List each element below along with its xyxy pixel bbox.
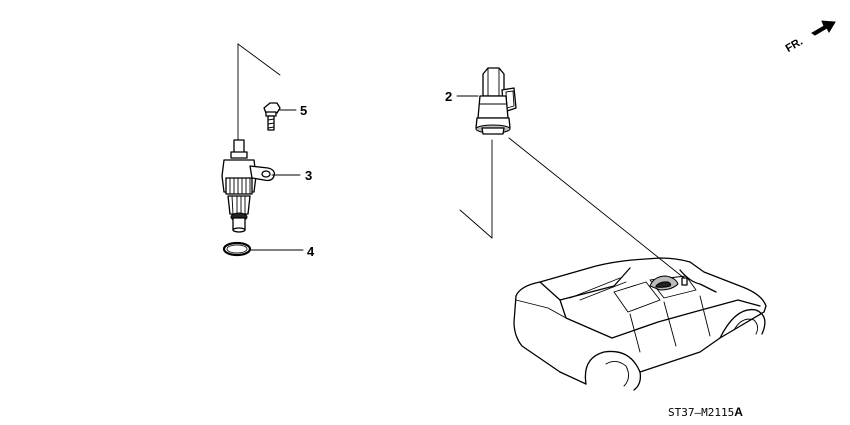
assembly-break-line xyxy=(237,43,281,76)
front-direction-label: FR. xyxy=(784,36,805,55)
sedan-car-icon xyxy=(513,257,767,391)
front-arrow-icon xyxy=(811,20,836,36)
diagram-code-main: ST37–M2115 xyxy=(668,406,734,419)
vehicle-speed-sensor-icon xyxy=(475,67,517,135)
callout-2-label: 2 xyxy=(445,89,452,104)
callout-4-label: 4 xyxy=(307,244,315,259)
diagram-code-suffix: A xyxy=(734,405,743,419)
sensor-location-leader xyxy=(508,137,685,279)
o-ring-icon xyxy=(222,241,252,257)
front-direction-indicator: FR. xyxy=(784,20,836,55)
sensor-break-line xyxy=(459,139,493,239)
flange-bolt-icon xyxy=(263,102,281,131)
callout-3-label: 3 xyxy=(305,168,312,183)
callout-5-label: 5 xyxy=(300,103,307,118)
diagram-code: ST37–M2115A xyxy=(668,405,743,419)
speedometer-gear-holder-icon xyxy=(221,139,276,233)
